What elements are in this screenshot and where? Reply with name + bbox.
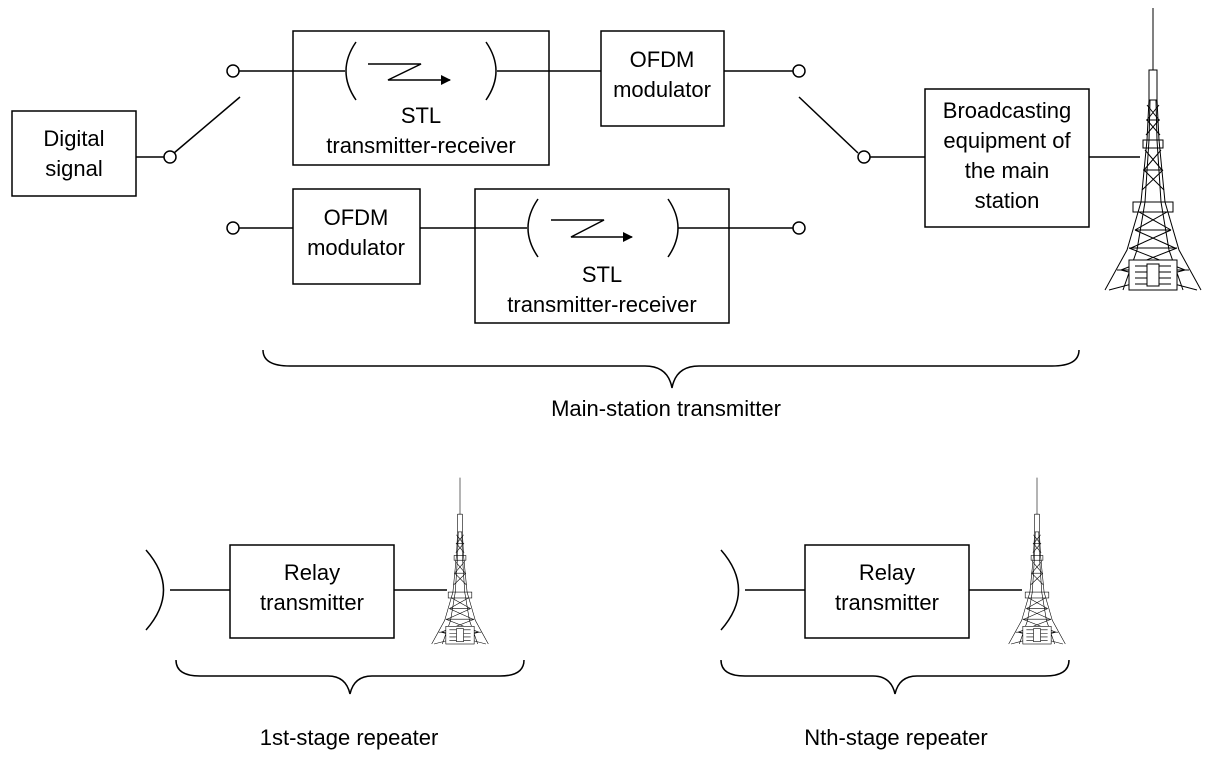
stl-bottom-label-line1: STL (582, 262, 622, 287)
antenna-right-icon (485, 41, 497, 101)
stl-top-label-line1: STL (401, 103, 441, 128)
radio-link-arrow-icon (368, 63, 451, 85)
antenna-right-icon (667, 198, 679, 258)
radio-link-arrow-icon (551, 219, 633, 242)
input-switch-terminal (163, 150, 177, 164)
broadcasting-label-line3: the main (965, 158, 1049, 183)
digital-signal-label-line1: Digital (43, 126, 104, 151)
top-path-output-terminal (792, 64, 806, 78)
output-switch-terminal (857, 150, 871, 164)
repeater1-caption: 1st-stage repeater (260, 725, 439, 750)
ofdm-top-label-line1: OFDM (630, 47, 695, 72)
ofdm-bottom-block: OFDM modulator (292, 188, 421, 285)
repeaterN-brace (720, 659, 1070, 695)
relay-transmitter-n-block: Relay transmitter (804, 544, 970, 639)
ofdm-bottom-label-line1: OFDM (324, 205, 389, 230)
ofdm-bottom-label-line2: modulator (307, 235, 405, 260)
repeaterN-tower-icon (1008, 477, 1066, 645)
repeaterN-caption: Nth-stage repeater (804, 725, 987, 750)
broadcasting-label-line4: station (975, 188, 1040, 213)
relayN-label-line1: Relay (859, 560, 915, 585)
output-switch-blade (798, 96, 859, 154)
relayN-label-line2: transmitter (835, 590, 939, 615)
stl-bottom-block: STL transmitter-receiver (474, 188, 730, 324)
main-station-brace (262, 349, 1080, 389)
repeater1-tower-icon (431, 477, 489, 645)
repeater1-antenna-icon (145, 549, 165, 631)
relay-transmitter-1-block: Relay transmitter (229, 544, 395, 639)
bottom-path-output-terminal (792, 221, 806, 235)
broadcasting-label-line1: Broadcasting (943, 98, 1071, 123)
repeaterN-antenna-icon (720, 549, 740, 631)
stl-bottom-label-line2: transmitter-receiver (507, 292, 696, 317)
digital-signal-label-line2: signal (45, 156, 102, 181)
digital-signal-block: Digital signal (11, 110, 137, 197)
main-station-caption: Main-station transmitter (551, 396, 781, 421)
ofdm-top-label-line2: modulator (613, 77, 711, 102)
broadcasting-label-line2: equipment of (943, 128, 1071, 153)
relay1-label-line2: transmitter (260, 590, 364, 615)
bottom-path-input-terminal (226, 221, 240, 235)
top-path-input-terminal (226, 64, 240, 78)
broadcasting-equipment-block: Broadcasting equipment of the main stati… (924, 88, 1090, 228)
antenna-left-icon (345, 41, 357, 101)
input-switch-blade (173, 96, 241, 154)
repeater1-brace (175, 659, 525, 695)
relay1-label-line1: Relay (284, 560, 340, 585)
antenna-left-icon (527, 198, 539, 258)
ofdm-top-block: OFDM modulator (600, 30, 725, 127)
main-broadcast-tower-icon (1104, 7, 1202, 291)
stl-top-block: STL transmitter-receiver (292, 30, 550, 166)
stl-top-label-line2: transmitter-receiver (326, 133, 515, 158)
